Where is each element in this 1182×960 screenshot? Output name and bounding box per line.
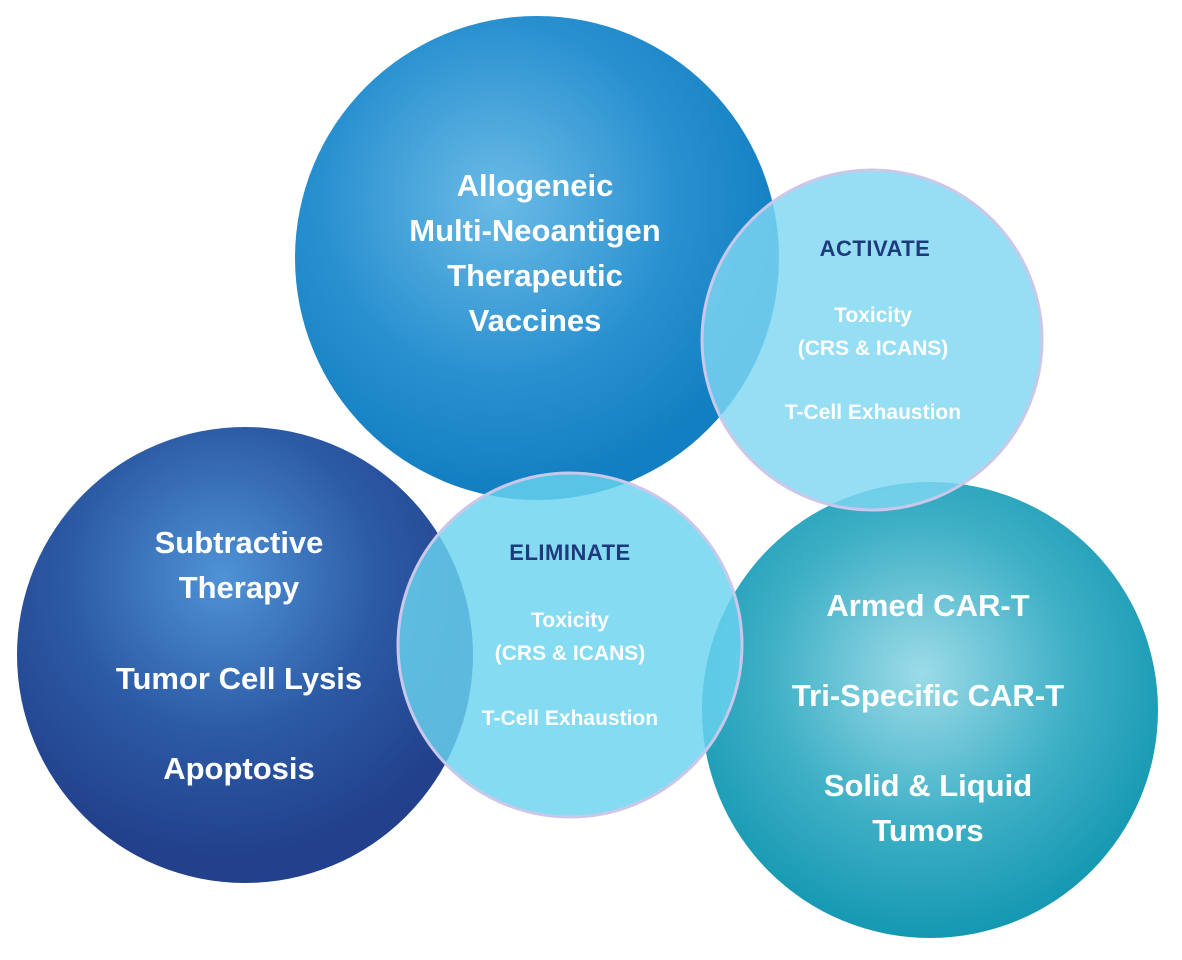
eliminate-toxicity-detail: (CRS & ICANS) [495,642,646,665]
eliminate-heading: ELIMINATE [509,540,630,565]
activate-toxicity: Toxicity [834,304,912,327]
eliminate-label: ELIMINATE Toxicity (CRS & ICANS) T-Cell … [482,540,658,730]
eliminate-circle [396,471,744,819]
activate-label: ACTIVATE Toxicity (CRS & ICANS) T-Cell E… [785,236,961,424]
subtractive-circle [17,427,473,883]
cart-circle [702,482,1158,938]
vaccines-line: Vaccines [469,303,602,338]
activate-toxicity-detail: (CRS & ICANS) [798,337,949,360]
tumor-cell-lysis: Tumor Cell Lysis [116,661,362,696]
tumors-line1: Solid & Liquid [824,768,1032,803]
apoptosis: Apoptosis [163,751,315,786]
cart-label: Armed CAR-T Tri-Specific CAR-T Solid & L… [792,588,1064,848]
subtractive-line2: Therapy [179,570,300,605]
vaccines-line: Multi-Neoantigen [409,213,660,248]
activate-circle [700,168,1044,512]
subtractive-label: Subtractive Therapy Tumor Cell Lysis Apo… [116,525,362,786]
vaccines-line: Therapeutic [447,258,623,293]
activate-exhaustion: T-Cell Exhaustion [785,401,961,424]
activate-heading: ACTIVATE [820,236,931,261]
armed-cart: Armed CAR-T [826,588,1029,623]
trispecific-cart: Tri-Specific CAR-T [792,678,1064,713]
subtractive-line1: Subtractive [155,525,324,560]
vaccine-circle [295,16,779,500]
eliminate-exhaustion: T-Cell Exhaustion [482,707,658,730]
tumors-line2: Tumors [872,813,983,848]
vaccines-label: Allogeneic Multi-Neoantigen Therapeutic … [409,168,660,338]
vaccines-line: Allogeneic [457,168,614,203]
eliminate-toxicity: Toxicity [531,609,609,632]
